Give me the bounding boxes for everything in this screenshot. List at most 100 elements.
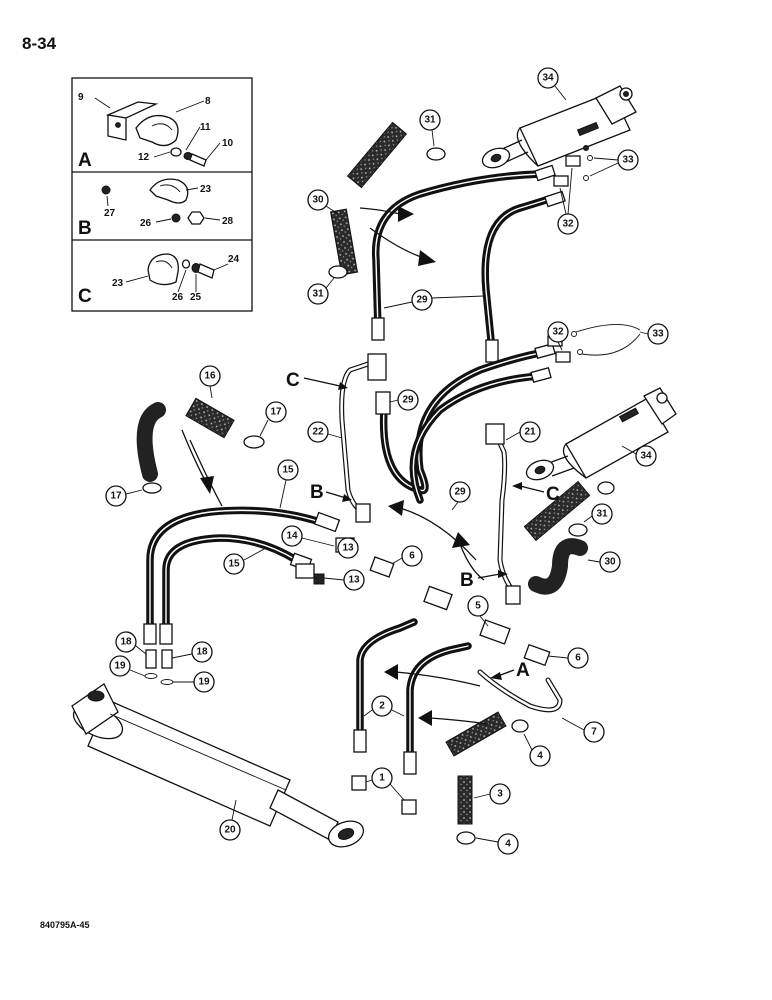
svg-text:18: 18	[196, 647, 208, 658]
svg-text:4: 4	[537, 751, 543, 762]
inset-label-28: 28	[222, 216, 234, 227]
view-arrows: C B C B A	[286, 370, 560, 681]
tube-7	[477, 669, 563, 713]
svg-text:2: 2	[379, 701, 385, 712]
hose-29-top-group	[371, 164, 566, 363]
svg-text:30: 30	[312, 195, 324, 206]
callout-32-mid: 32	[547, 321, 569, 343]
callout-14: 14	[281, 525, 303, 547]
svg-text:13: 13	[348, 575, 360, 586]
callout-13-low: 13	[343, 569, 365, 591]
fittings	[144, 155, 641, 815]
callout-17-left: 17	[105, 485, 127, 507]
callout-15-top: 15	[277, 459, 299, 481]
callout-3: 3	[489, 783, 511, 805]
inset-label-9: 9	[78, 92, 84, 103]
inset-panel-a: 9 8 11 10 12 A	[78, 92, 234, 171]
panel-letter-c: C	[78, 286, 92, 307]
svg-text:5: 5	[475, 601, 481, 612]
svg-text:29: 29	[402, 395, 414, 406]
page-number: 8-34	[22, 34, 57, 53]
svg-text:6: 6	[575, 653, 581, 664]
callout-29-top: 29	[411, 289, 433, 311]
assembly-arrows	[181, 206, 489, 726]
svg-text:21: 21	[524, 427, 536, 438]
callout-13-top: 13	[337, 537, 359, 559]
svg-text:13: 13	[342, 543, 354, 554]
callout-7: 7	[583, 721, 605, 743]
hose-2-group	[353, 618, 472, 775]
svg-text:33: 33	[622, 155, 634, 166]
svg-text:31: 31	[424, 115, 436, 126]
svg-text:34: 34	[542, 73, 554, 84]
callout-19-left: 19	[109, 655, 131, 677]
panel-letter-b: B	[78, 218, 92, 239]
callout-29-mid: 29	[397, 389, 419, 411]
callout-6-low: 6	[567, 647, 589, 669]
sleeves-and-clamps	[136, 121, 615, 845]
callout-5: 5	[467, 595, 489, 617]
inset-label-24: 24	[228, 254, 240, 265]
view-letter-c-right: C	[546, 484, 560, 505]
svg-text:19: 19	[198, 677, 210, 688]
cylinder-34-top	[481, 85, 637, 169]
callout-34-top: 34	[537, 67, 559, 89]
inset-label-23c: 23	[112, 278, 124, 289]
svg-text:32: 32	[552, 327, 564, 338]
svg-text:3: 3	[497, 789, 503, 800]
svg-text:6: 6	[409, 551, 415, 562]
view-letter-b-right: B	[460, 570, 474, 591]
inset-label-10: 10	[222, 138, 234, 149]
svg-text:17: 17	[270, 407, 282, 418]
callout-30-top: 30	[307, 189, 329, 211]
callout-18-right: 18	[191, 641, 213, 663]
tube-22	[339, 357, 383, 515]
callout-20: 20	[219, 819, 241, 841]
callout-33-top: 33	[617, 149, 639, 171]
callout-30-right: 30	[599, 551, 621, 573]
inset-label-25: 25	[190, 292, 202, 303]
svg-text:29: 29	[454, 487, 466, 498]
callout-34-mid: 34	[635, 445, 657, 467]
svg-text:16: 16	[204, 371, 216, 382]
callout-17-right: 17	[265, 401, 287, 423]
callout-31-top: 31	[419, 109, 441, 131]
inset-panel-b: 23 27 26 28 B	[78, 178, 234, 239]
view-letter-a: A	[516, 660, 530, 681]
svg-text:30: 30	[604, 557, 616, 568]
callout-4-mid: 4	[529, 745, 551, 767]
callout-32-top: 32	[557, 213, 579, 235]
inset-label-27: 27	[104, 208, 116, 219]
svg-text:29: 29	[416, 295, 428, 306]
svg-text:33: 33	[652, 329, 664, 340]
svg-text:18: 18	[120, 637, 132, 648]
callout-31-right: 31	[591, 503, 613, 525]
tube-21	[491, 427, 515, 593]
inset-label-26c: 26	[172, 292, 184, 303]
callout-33-mid: 33	[647, 323, 669, 345]
svg-text:34: 34	[640, 451, 652, 462]
inset-label-12: 12	[138, 152, 150, 163]
callout-22: 22	[307, 421, 329, 443]
svg-text:19: 19	[114, 661, 126, 672]
svg-text:4: 4	[505, 839, 511, 850]
inset-label-26: 26	[140, 218, 152, 229]
cylinder-20	[71, 683, 365, 848]
callout-15-low: 15	[223, 553, 245, 575]
callout-31-left: 31	[307, 283, 329, 305]
inset-label-8: 8	[205, 96, 211, 107]
svg-text:14: 14	[286, 531, 298, 542]
callout-16: 16	[199, 365, 221, 387]
svg-text:31: 31	[312, 289, 324, 300]
view-letter-b-left: B	[310, 482, 324, 503]
inset-label-11: 11	[200, 122, 211, 133]
callout-21: 21	[519, 421, 541, 443]
panel-letter-a: A	[78, 150, 92, 171]
svg-text:7: 7	[591, 727, 597, 738]
callout-29-low: 29	[449, 481, 471, 503]
callout-2: 2	[371, 695, 393, 717]
callout-4-low: 4	[497, 833, 519, 855]
cylinder-34-mid	[525, 387, 677, 481]
